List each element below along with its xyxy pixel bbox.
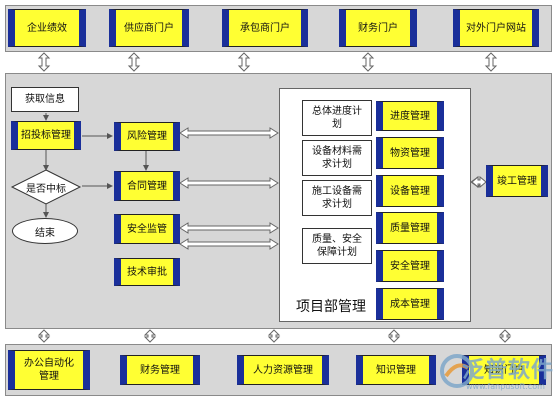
quality-safety-plan: 质量、安全 保障计划 xyxy=(302,228,372,264)
bidding-label: 招投标管理 xyxy=(21,130,71,141)
portal-supplier[interactable]: 供应商门户 xyxy=(109,9,189,47)
construction-equipment-plan: 施工设备需 求计划 xyxy=(302,180,372,216)
get-info-label: 获取信息 xyxy=(25,94,65,105)
system-label: 财务管理 xyxy=(140,364,180,376)
contract-management[interactable]: 合同管理 xyxy=(114,171,180,201)
completion-management[interactable]: 竣工管理 xyxy=(486,165,548,197)
safety-management[interactable]: 安全管理 xyxy=(376,250,444,282)
portal-contractor[interactable]: 承包商门户 xyxy=(222,9,308,47)
materials-management[interactable]: 物资管理 xyxy=(376,137,444,169)
bidding-management-node[interactable]: 招投标管理 xyxy=(11,121,81,150)
completion-label: 竣工管理 xyxy=(497,175,537,187)
plan-label: 质量、安全 保障计划 xyxy=(312,234,362,258)
module-label: 合同管理 xyxy=(127,180,167,192)
portal-label: 财务门户 xyxy=(358,22,398,34)
cost-management[interactable]: 成本管理 xyxy=(376,288,444,320)
brand-logo: 泛普软件 www.fanpusoft.com xyxy=(440,349,555,397)
plan-label: 设备材料需 求计划 xyxy=(312,146,362,170)
portal-label: 供应商门户 xyxy=(124,22,174,34)
plan-label: 总体进度计 划 xyxy=(312,106,362,130)
module-label: 安全管理 xyxy=(390,260,430,272)
module-label: 安全监管 xyxy=(127,223,167,235)
system-office-automation[interactable]: 办公自动化 管理 xyxy=(8,350,90,390)
overall-schedule-plan: 总体进度计 划 xyxy=(302,100,372,136)
system-finance[interactable]: 财务管理 xyxy=(120,355,200,385)
system-human-resources[interactable]: 人力资源管理 xyxy=(237,355,329,385)
portal-external-website[interactable]: 对外门户网站 xyxy=(453,9,539,47)
equipment-material-plan: 设备材料需 求计划 xyxy=(302,140,372,176)
equipment-management[interactable]: 设备管理 xyxy=(376,175,444,207)
portal-finance[interactable]: 财务门户 xyxy=(339,9,417,47)
logo-url-text: www.fanpusoft.com xyxy=(466,382,545,391)
portal-label: 承包商门户 xyxy=(240,22,290,34)
module-label: 风险管理 xyxy=(127,131,167,142)
end-label: 结束 xyxy=(35,227,55,239)
logo-brand-text: 泛普软件 xyxy=(462,358,555,383)
system-knowledge-portal[interactable]: 知识门户 xyxy=(462,355,546,385)
technical-approval[interactable]: 技术审批 xyxy=(114,258,180,286)
system-label: 人力资源管理 xyxy=(253,364,313,376)
system-label: 知识管理 xyxy=(376,364,416,376)
portal-label: 企业绩效 xyxy=(27,22,67,34)
module-label: 物资管理 xyxy=(390,147,430,159)
get-info-node: 获取信息 xyxy=(11,87,79,112)
plan-label: 施工设备需 求计划 xyxy=(312,186,362,210)
project-dept-label: 项目部管理 xyxy=(296,299,366,315)
end-node: 结束 xyxy=(12,218,78,244)
risk-management[interactable]: 风险管理 xyxy=(114,122,180,151)
logo-mark-icon xyxy=(440,354,474,388)
quality-management[interactable]: 质量管理 xyxy=(376,212,444,244)
system-label: 办公自动化 管理 xyxy=(24,358,74,382)
module-label: 设备管理 xyxy=(390,185,430,197)
module-label: 进度管理 xyxy=(390,110,430,122)
safety-supervision[interactable]: 安全监管 xyxy=(114,214,180,244)
system-knowledge[interactable]: 知识管理 xyxy=(356,355,436,385)
schedule-management[interactable]: 进度管理 xyxy=(376,101,444,131)
portal-enterprise-performance[interactable]: 企业绩效 xyxy=(8,9,86,47)
module-label: 质量管理 xyxy=(390,222,430,234)
portal-label: 对外门户网站 xyxy=(466,22,526,34)
module-label: 成本管理 xyxy=(390,298,430,310)
module-label: 技术审批 xyxy=(127,266,167,278)
system-label: 知识门户 xyxy=(484,364,524,376)
decision-label: 是否中标 xyxy=(26,184,66,195)
